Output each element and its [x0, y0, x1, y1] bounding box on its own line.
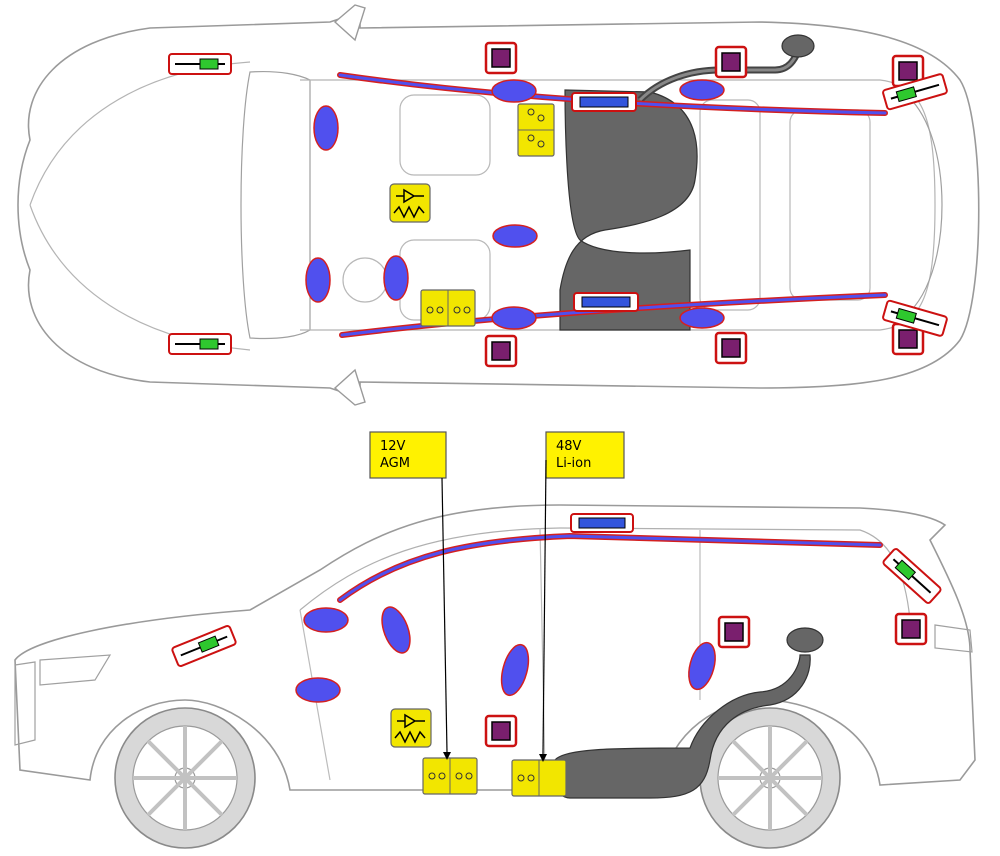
seat-belt-pretensioner-top [389, 183, 431, 223]
top-view-second-row-seat [699, 99, 761, 311]
inflator-top-left [571, 92, 637, 112]
gas-strut-hood-right [168, 333, 232, 355]
crash-sensor-top-3 [891, 54, 925, 88]
battery-12v-side [422, 757, 478, 795]
airbag-dash-left [313, 105, 339, 151]
top-view [17, 4, 980, 406]
top-view-front-seat-left [399, 94, 491, 176]
callout-48v-line2: Li-ion [556, 456, 591, 471]
airbag-knee [383, 255, 409, 301]
crash-sensor-side-1 [484, 714, 518, 748]
crash-sensor-top-2 [714, 45, 748, 79]
side-view-airbags [295, 606, 716, 703]
airbag-side-front-dash [303, 607, 349, 633]
side-view-grille [14, 661, 36, 746]
gas-strut-side-hood [171, 625, 237, 667]
side-view-fuel-tank [552, 654, 811, 799]
crash-sensor-top-5 [714, 331, 748, 365]
top-view-windshield [240, 70, 311, 340]
crash-sensor-top-4 [484, 334, 518, 368]
airbag-rear-side-left [679, 79, 725, 101]
inflator-side-roof [570, 513, 634, 533]
airbag-rear-side-right [679, 307, 725, 329]
airbag-front-side-left [491, 79, 537, 103]
callout-12v-line1: 12V [380, 439, 406, 454]
gas-strut-side-tailgate [882, 548, 942, 604]
side-view-taillight [934, 624, 973, 653]
inflator-top-right [573, 292, 639, 312]
side-view-rear-wheel [699, 707, 841, 849]
airbag-side-steering [381, 606, 411, 654]
top-view-fuel-tank [559, 89, 698, 331]
gas-strut-hood-left [168, 53, 232, 75]
airbag-center [492, 224, 538, 248]
crash-sensor-side-2 [717, 615, 751, 649]
airbag-front-side-right [491, 306, 537, 330]
top-view-mirror-left [333, 4, 366, 42]
side-view-headlight [39, 654, 112, 686]
side-view: 12V AGM 48V Li-ion [14, 431, 976, 849]
callout-48v-li-ion: 48V Li-ion [539, 431, 625, 762]
airbag-side-front-seat [500, 643, 530, 697]
side-view-front-wheel [114, 707, 256, 849]
callout-12v-line2: AGM [380, 456, 410, 471]
gas-strut-tailgate-left [882, 73, 948, 111]
callout-48v-line1: 48V [556, 439, 582, 454]
callout-12v-agm: 12V AGM [369, 431, 451, 760]
top-view-mirror-right [333, 368, 366, 406]
battery-48v-top [517, 103, 555, 157]
airbag-dash-right [305, 257, 331, 303]
gas-strut-tailgate-right [882, 299, 948, 337]
top-view-airbags [305, 79, 725, 330]
top-view-fuel-filler-cap [781, 34, 815, 58]
top-view-gas-struts [168, 53, 948, 355]
crash-sensor-side-3 [894, 612, 928, 646]
curtain-airbag-side-inner [338, 534, 882, 602]
airbag-side-knee [295, 677, 341, 703]
curtain-airbag-top-right-inner [340, 293, 887, 337]
side-view-fuel-filler-cap [786, 627, 824, 653]
top-view-rear-window [899, 89, 943, 321]
seat-belt-pretensioner-side [390, 708, 432, 748]
side-view-body-outline [14, 504, 976, 791]
battery-48v-side [511, 759, 567, 797]
crash-sensor-top-1 [484, 41, 518, 75]
battery-12v-top [420, 289, 476, 327]
airbag-side-rear-seat [688, 641, 716, 691]
